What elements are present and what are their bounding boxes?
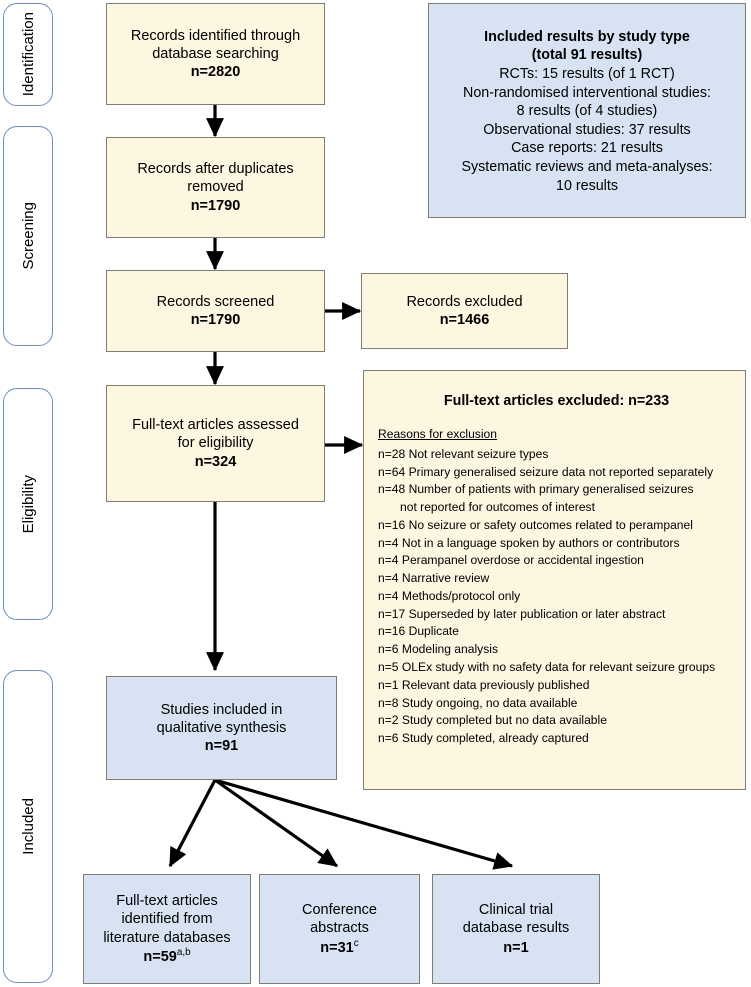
- node-records-screened: Records screened n=1790: [106, 270, 325, 352]
- exclusion-reason: n=2 Study completed but no data availabl…: [378, 713, 607, 728]
- node-line: qualitative synthesis: [156, 719, 287, 736]
- node-records-excluded: Records excluded n=1466: [361, 273, 568, 349]
- node-studies-included: Studies included in qualitative synthesi…: [106, 676, 337, 780]
- node-line: Records screened: [156, 293, 275, 310]
- node-records-after-duplicates: Records after duplicates removed n=1790: [106, 137, 325, 238]
- summary-panel-row: Case reports: 21 results: [511, 140, 663, 157]
- node-count-value: n=31: [320, 939, 354, 956]
- node-fulltext-from-databases: Full-text articles identified from liter…: [83, 874, 251, 984]
- node-line: Records excluded: [406, 293, 523, 310]
- node-fulltext-assessed: Full-text articles assessed for eligibil…: [106, 385, 325, 502]
- exclusion-reason: n=4 Perampanel overdose or accidental in…: [378, 553, 644, 568]
- exclusion-reason: n=64 Primary generalised seizure data no…: [378, 464, 714, 479]
- exclusion-reason: n=4 Narrative review: [378, 571, 490, 586]
- node-line: removed: [187, 179, 244, 196]
- stage-screening: Screening: [3, 126, 53, 346]
- summary-panel-row: Observational studies: 37 results: [483, 121, 691, 138]
- node-count: n=324: [194, 453, 237, 470]
- node-count: n=91: [204, 738, 239, 755]
- exclusion-reason: n=16 No seizure or safety outcomes relat…: [378, 517, 693, 532]
- node-count-superscript: c: [353, 937, 359, 949]
- exclusion-reason: n=4 Methods/protocol only: [378, 588, 521, 603]
- node-count-value: n=59: [143, 948, 177, 965]
- exclusion-panel-title: Full-text articles excluded: n=233: [443, 393, 670, 409]
- summary-panel-title-line1: Included results by study type: [484, 28, 690, 45]
- summary-panel-row: RCTs: 15 results (of 1 RCT): [499, 66, 675, 83]
- arrow-included-to-fulltext-databases: [168, 779, 217, 868]
- exclusion-reason: n=17 Superseded by later publication or …: [378, 606, 666, 621]
- node-count: n=31c: [320, 938, 358, 957]
- node-line: Conference: [302, 902, 377, 919]
- node-records-identified: Records identified through database sear…: [106, 3, 325, 105]
- node-line: Records after duplicates: [137, 161, 294, 178]
- exclusion-reason-continuation: not reported for outcomes of interest: [400, 500, 595, 515]
- node-count-value: n=1: [503, 939, 529, 956]
- exclusion-reason: n=1 Relevant data previously published: [378, 677, 590, 692]
- node-line: abstracts: [310, 920, 369, 937]
- stage-included: Included: [3, 670, 53, 983]
- stage-identification: Identification: [3, 3, 53, 106]
- node-count: n=1: [503, 938, 528, 957]
- exclusion-reason: n=4 Not in a language spoken by authors …: [378, 535, 680, 550]
- node-count: n=2820: [190, 64, 241, 81]
- exclusion-reason: n=8 Study ongoing, no data available: [378, 695, 578, 710]
- node-clinical-trial-results: Clinical trial database results n=1: [432, 874, 600, 984]
- node-count: n=1790: [190, 197, 241, 214]
- summary-panel-row: Non-randomised interventional studies:: [463, 84, 711, 101]
- node-line: literature databases: [103, 929, 231, 946]
- node-line: Studies included in: [160, 701, 283, 718]
- exclusion-reason: n=6 Modeling analysis: [378, 642, 499, 657]
- stage-eligibility: Eligibility: [3, 388, 53, 620]
- node-line: database results: [462, 920, 570, 937]
- summary-panel-included-results-by-study-type: Included results by study type (total 91…: [428, 3, 746, 218]
- node-line: for eligibility: [177, 435, 254, 452]
- node-line: identified from: [121, 911, 213, 928]
- exclusion-reason: n=6 Study completed, already captured: [378, 731, 589, 746]
- stage-eligibility-label: Eligibility: [19, 474, 37, 534]
- arrow-included-to-clinical-trials: [214, 778, 514, 870]
- exclusion-reasons-panel: Full-text articles excluded: n=233 Reaso…: [363, 370, 746, 790]
- summary-panel-row: 8 results (of 4 studies): [516, 103, 658, 120]
- summary-panel-row: Systematic reviews and meta-analyses:: [461, 158, 713, 175]
- stage-included-label: Included: [19, 798, 37, 855]
- exclusion-reason: n=48 Number of patients with primary gen…: [378, 482, 694, 497]
- node-count-superscript: a,b: [176, 946, 191, 958]
- summary-panel-row: 10 results: [556, 177, 618, 194]
- arrow-included-to-conference-abstracts: [214, 778, 339, 868]
- exclusion-panel-subhead: Reasons for exclusion: [378, 427, 497, 442]
- node-line: Clinical trial: [478, 902, 554, 919]
- exclusion-reason: n=28 Not relevant seizure types: [378, 446, 549, 461]
- summary-panel-title-line2: (total 91 results): [531, 47, 643, 64]
- exclusion-reason: n=5 OLEx study with no safety data for r…: [378, 659, 716, 674]
- node-line: Full-text articles assessed: [132, 417, 299, 434]
- node-conference-abstracts: Conference abstracts n=31c: [259, 874, 420, 984]
- node-count: n=1790: [190, 312, 241, 328]
- stage-identification-label: Identification: [19, 12, 37, 97]
- node-line: Full-text articles: [116, 893, 218, 910]
- exclusion-reason: n=16 Duplicate: [378, 624, 460, 639]
- node-line: database searching: [152, 45, 279, 62]
- node-line: Records identified through: [130, 27, 301, 44]
- stage-screening-label: Screening: [19, 202, 37, 270]
- node-count: n=1466: [439, 312, 490, 328]
- node-count: n=59a,b: [143, 947, 190, 966]
